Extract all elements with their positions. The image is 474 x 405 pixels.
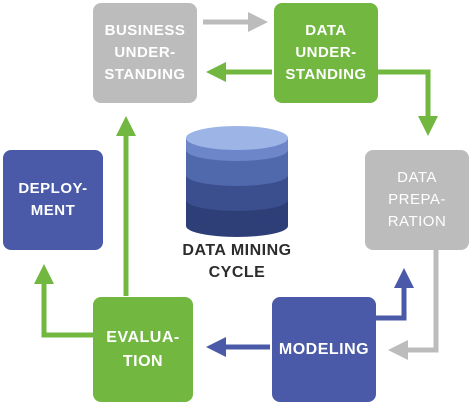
- evaluation-box: EVALUA- TION: [93, 297, 193, 402]
- center-title-line1: DATA MINING: [182, 242, 292, 259]
- arrow-evaluation-to-deployment: [34, 264, 93, 338]
- data-preparation-box: DATA PREPA- RATION: [365, 150, 469, 250]
- deployment-box: DEPLOY- MENT: [3, 150, 103, 250]
- database-icon: [186, 126, 288, 237]
- business-understanding-box: BUSINESS UNDER- STANDING: [93, 3, 197, 103]
- arrow-data-understanding-to-preparation: [378, 69, 438, 136]
- arrow-modeling-to-preparation: [376, 268, 414, 321]
- arrow-preparation-to-modeling: [388, 250, 439, 360]
- center-title-line2: CYCLE: [208, 264, 266, 281]
- data-understanding-box: DATA UNDER- STANDING: [274, 3, 378, 103]
- modeling-box: MODELING: [272, 297, 376, 402]
